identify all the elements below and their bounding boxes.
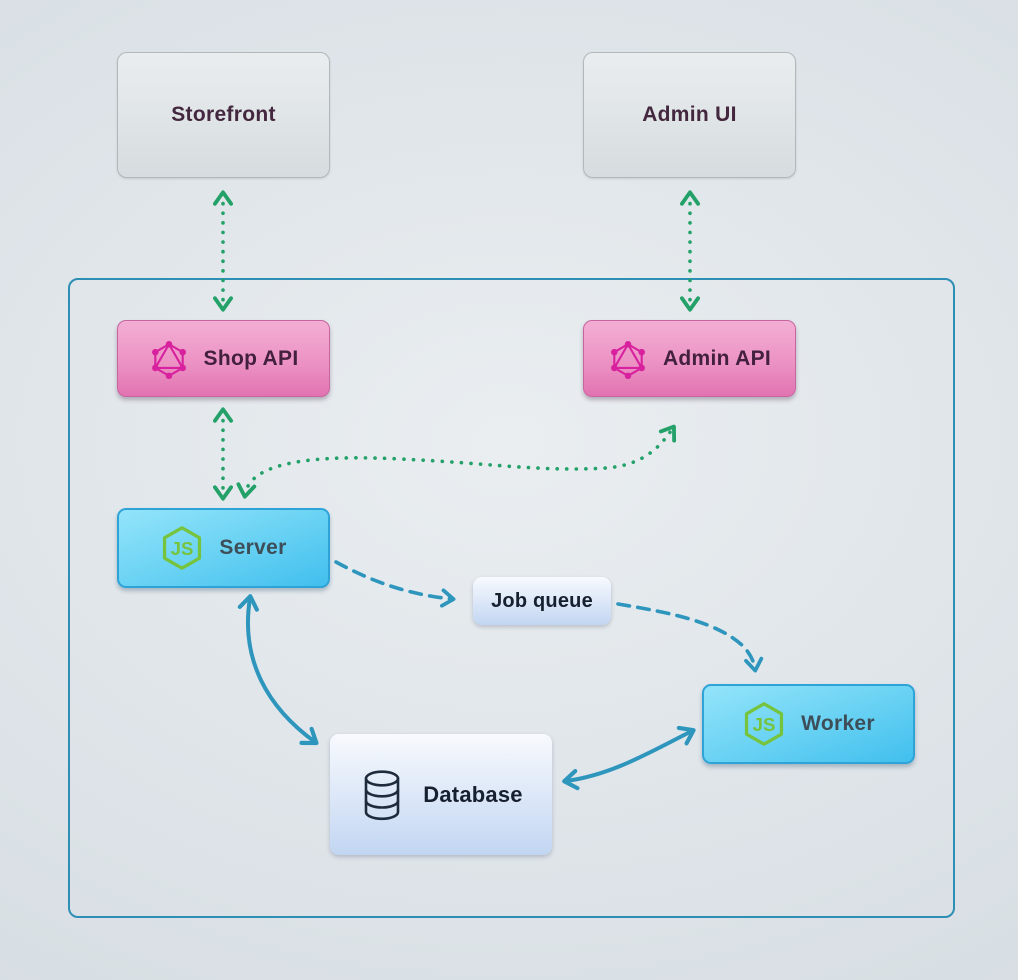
edge-server-job-queue xyxy=(334,560,456,608)
worker-label: Worker xyxy=(801,712,875,735)
job-queue-label: Job queue xyxy=(491,589,593,612)
node-worker: JS Worker xyxy=(702,684,915,764)
svg-text:JS: JS xyxy=(753,714,776,735)
graphql-icon xyxy=(149,339,189,379)
database-label: Database xyxy=(423,781,523,807)
edge-job-queue-worker xyxy=(616,602,764,673)
node-server: JS Server xyxy=(117,508,330,588)
node-job-queue: Job queue xyxy=(473,577,611,625)
nodejs-icon: JS xyxy=(742,700,786,748)
edge-server-database xyxy=(237,594,319,746)
database-icon xyxy=(359,769,405,821)
node-storefront: Storefront xyxy=(117,52,330,178)
storefront-label: Storefront xyxy=(171,103,276,126)
node-admin-ui: Admin UI xyxy=(583,52,796,178)
edge-server-admin-api xyxy=(236,424,677,499)
admin-ui-label: Admin UI xyxy=(642,103,737,126)
server-boundary-container xyxy=(68,278,955,918)
shop-api-label: Shop API xyxy=(203,346,299,370)
node-shop-api: Shop API xyxy=(117,320,330,397)
edge-database-worker xyxy=(562,725,696,791)
nodejs-icon: JS xyxy=(160,524,204,572)
admin-api-label: Admin API xyxy=(662,346,772,370)
server-label: Server xyxy=(219,536,287,559)
node-admin-api: Admin API xyxy=(583,320,796,397)
node-database: Database xyxy=(330,734,552,855)
graphql-icon xyxy=(608,339,648,379)
svg-text:JS: JS xyxy=(171,538,194,559)
